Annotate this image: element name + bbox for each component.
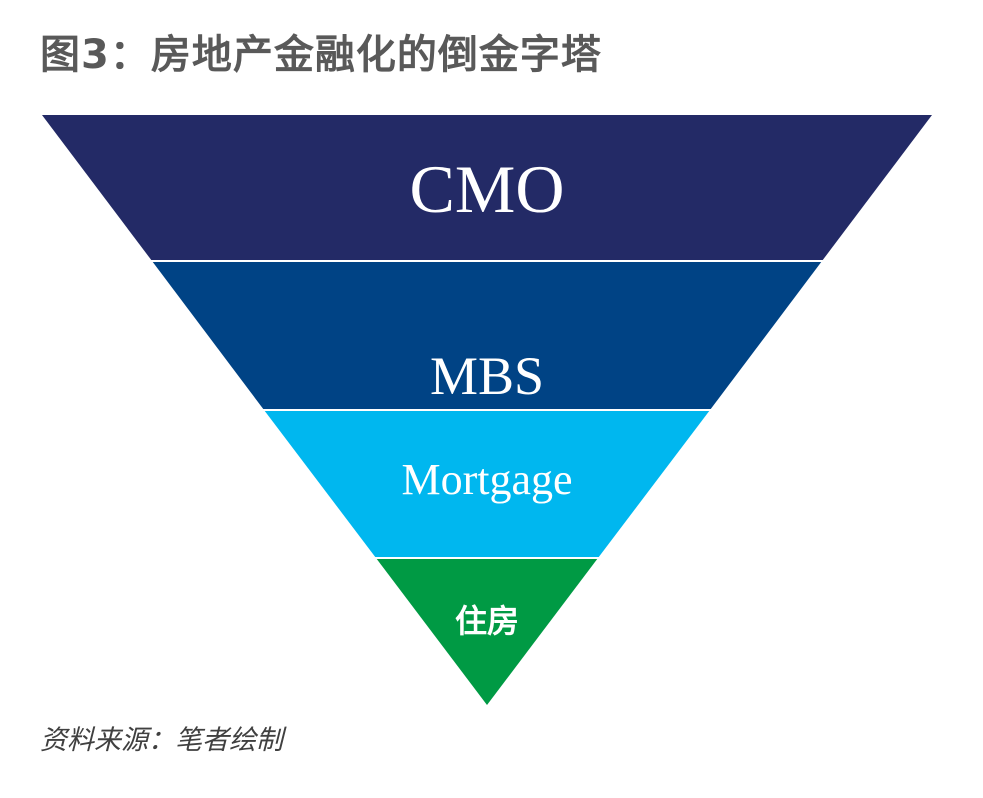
- source-note: 资料来源：笔者绘制: [40, 725, 283, 756]
- layer-label-cmo: CMO: [410, 151, 565, 227]
- layer-cmo: [42, 115, 932, 261]
- layer-label-mortgage: Mortgage: [401, 455, 572, 504]
- layer-mortgage: [264, 410, 710, 558]
- layer-housing: [376, 558, 598, 705]
- layer-label-mbs: MBS: [430, 346, 544, 406]
- figure-title: 图3：房地产金融化的倒金字塔: [40, 32, 602, 78]
- layer-mbs: [152, 261, 822, 410]
- layer-label-housing: 住房: [455, 602, 519, 640]
